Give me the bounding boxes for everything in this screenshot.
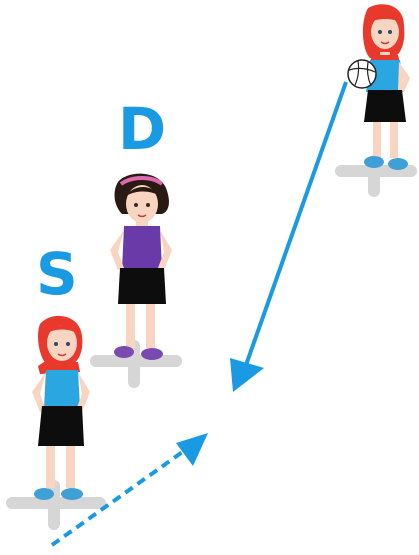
defender-label: D — [118, 100, 166, 158]
player-shooter — [32, 316, 90, 500]
player-passer — [348, 4, 410, 170]
position-marker-defender — [90, 340, 182, 388]
pass-arrow — [230, 82, 346, 392]
shooter-label: S — [36, 245, 78, 303]
player-defender — [110, 174, 172, 360]
position-marker-shooter — [6, 480, 106, 530]
netball — [348, 60, 376, 88]
